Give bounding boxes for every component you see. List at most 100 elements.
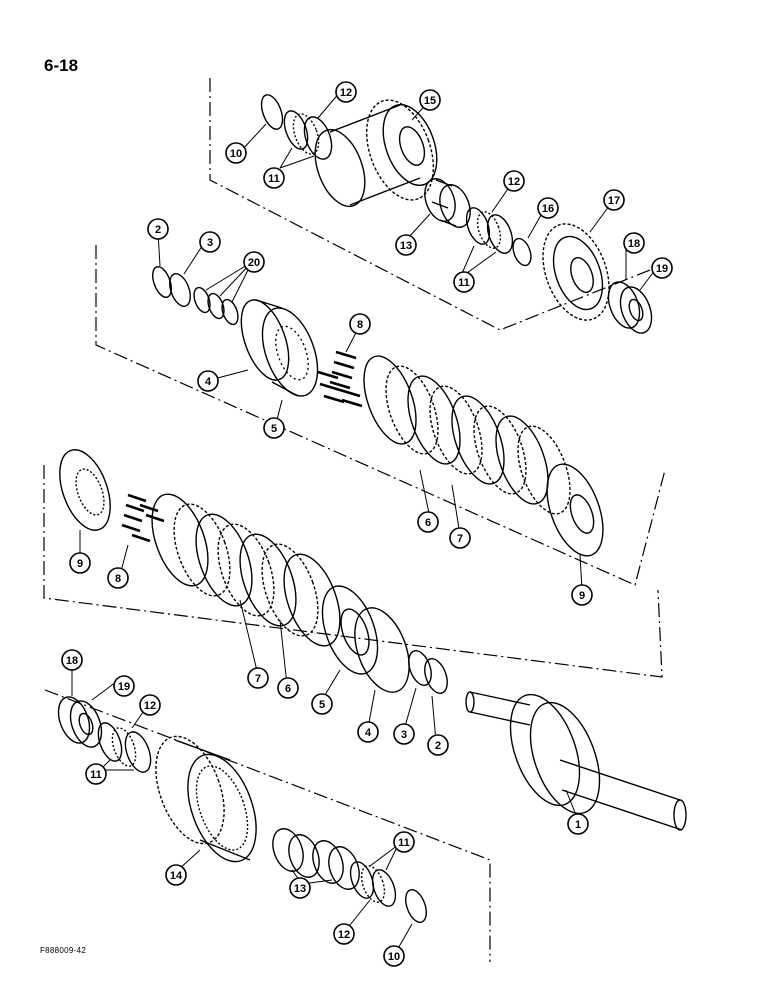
callout-10-top: 10 bbox=[225, 142, 247, 164]
svg-text:11: 11 bbox=[90, 769, 102, 781]
svg-text:1: 1 bbox=[575, 819, 581, 831]
springs-8-middle bbox=[317, 350, 363, 408]
gear-14 bbox=[155, 735, 257, 863]
clutch-pack-6-7-middle bbox=[363, 355, 571, 515]
callout-12-bottom: 12 bbox=[139, 694, 161, 716]
callout-9-lower: 9 bbox=[69, 552, 91, 574]
callout-11-top: 11 bbox=[263, 167, 285, 189]
callout-3-lower: 3 bbox=[393, 723, 415, 745]
svg-text:8: 8 bbox=[115, 573, 121, 585]
callout-17: 17 bbox=[603, 189, 625, 211]
svg-text:15: 15 bbox=[424, 95, 436, 107]
svg-text:2: 2 bbox=[435, 740, 441, 752]
callout-13-bottom: 13 bbox=[289, 877, 311, 899]
svg-text:11: 11 bbox=[458, 277, 470, 289]
svg-text:7: 7 bbox=[255, 673, 261, 685]
callout-12-top: 12 bbox=[335, 81, 357, 103]
frame-top bbox=[209, 78, 651, 331]
svg-text:12: 12 bbox=[338, 929, 350, 941]
svg-text:4: 4 bbox=[365, 727, 372, 739]
svg-text:10: 10 bbox=[230, 148, 242, 160]
callout-markers: 12 15 10 11 12 16 17 13 11 18 19 2 3 20 … bbox=[61, 81, 673, 967]
needle-bearing-13-bottom bbox=[272, 828, 360, 890]
frame-lower bbox=[43, 465, 663, 678]
callout-3-middle: 3 bbox=[199, 231, 221, 253]
callout-11-bottom-right: 11 bbox=[393, 831, 415, 853]
svg-text:2: 2 bbox=[155, 224, 161, 236]
callout-16: 16 bbox=[537, 197, 559, 219]
svg-text:12: 12 bbox=[508, 176, 520, 188]
svg-text:19: 19 bbox=[656, 263, 668, 275]
svg-text:16: 16 bbox=[542, 203, 554, 215]
shaft-1 bbox=[465, 691, 687, 831]
rings-3-2-lower bbox=[408, 650, 448, 694]
springs-8-lower bbox=[121, 493, 165, 543]
callout-12-top-right: 12 bbox=[503, 170, 525, 192]
callout-4-lower: 4 bbox=[357, 721, 379, 743]
callout-4-middle: 4 bbox=[197, 370, 219, 392]
callout-11-bottom: 11 bbox=[85, 763, 107, 785]
group-frames bbox=[43, 78, 666, 962]
svg-text:13: 13 bbox=[294, 883, 306, 895]
bearing-18-19-bottom bbox=[57, 696, 103, 748]
callout-5-middle: 5 bbox=[263, 417, 285, 439]
svg-text:6: 6 bbox=[285, 683, 291, 695]
needle-bearing-12-top bbox=[292, 113, 320, 155]
snap-ring-2-middle bbox=[152, 266, 172, 298]
piston-5-lower bbox=[321, 585, 379, 675]
callout-7-middle: 7 bbox=[449, 527, 471, 549]
bearing-race-11-bottom bbox=[97, 722, 152, 773]
bearing-18-19-top bbox=[607, 281, 653, 334]
svg-text:7: 7 bbox=[457, 533, 463, 545]
bearing-race-11-top-right bbox=[465, 207, 514, 254]
page-number: 6-18 bbox=[44, 56, 79, 75]
callout-7-lower: 7 bbox=[247, 667, 269, 689]
callout-19-bottom: 19 bbox=[113, 675, 135, 697]
callout-14: 14 bbox=[165, 864, 187, 886]
bearing-race-11-bottom-right bbox=[349, 861, 397, 907]
callout-13-top: 13 bbox=[395, 234, 417, 256]
svg-text:11: 11 bbox=[268, 173, 280, 185]
seal-rings-20 bbox=[193, 286, 239, 326]
svg-text:5: 5 bbox=[319, 699, 325, 711]
washer-16 bbox=[512, 237, 532, 267]
callout-6-lower: 6 bbox=[277, 677, 299, 699]
svg-text:6: 6 bbox=[425, 517, 431, 529]
piston-4-5-middle bbox=[240, 299, 319, 397]
figure-code: F888009-42 bbox=[40, 946, 87, 955]
gear-17 bbox=[542, 223, 610, 321]
callout-5-lower: 5 bbox=[311, 693, 333, 715]
svg-text:8: 8 bbox=[357, 319, 363, 331]
svg-text:4: 4 bbox=[205, 376, 212, 388]
svg-text:14: 14 bbox=[170, 870, 183, 882]
snap-ring-10-bottom bbox=[405, 889, 427, 923]
callout-12-bottom-right: 12 bbox=[333, 923, 355, 945]
svg-text:17: 17 bbox=[608, 195, 620, 207]
svg-text:9: 9 bbox=[579, 590, 585, 602]
ring-3-middle bbox=[169, 273, 191, 307]
clutch-pack-6-7-lower bbox=[151, 493, 341, 647]
svg-text:20: 20 bbox=[248, 257, 260, 269]
svg-text:5: 5 bbox=[271, 423, 277, 435]
frame-middle bbox=[95, 245, 666, 586]
svg-text:12: 12 bbox=[144, 700, 156, 712]
pressure-plate-9-lower bbox=[59, 449, 111, 531]
callout-20: 20 bbox=[243, 251, 265, 273]
callout-8-middle: 8 bbox=[349, 313, 371, 335]
gear-15 bbox=[314, 99, 438, 208]
callout-10-bottom: 10 bbox=[383, 945, 405, 967]
callout-6-middle: 6 bbox=[417, 511, 439, 533]
pressure-plate-9-middle bbox=[546, 463, 604, 557]
callout-15: 15 bbox=[419, 89, 441, 111]
callout-18-top: 18 bbox=[623, 232, 645, 254]
callout-2-lower: 2 bbox=[427, 734, 449, 756]
svg-text:11: 11 bbox=[398, 837, 410, 849]
svg-text:18: 18 bbox=[66, 655, 78, 667]
callout-1: 1 bbox=[567, 813, 589, 835]
callout-19-top: 19 bbox=[651, 257, 673, 279]
svg-text:12: 12 bbox=[340, 87, 352, 99]
svg-text:3: 3 bbox=[207, 237, 213, 249]
svg-text:13: 13 bbox=[400, 240, 412, 252]
svg-text:10: 10 bbox=[388, 951, 400, 963]
